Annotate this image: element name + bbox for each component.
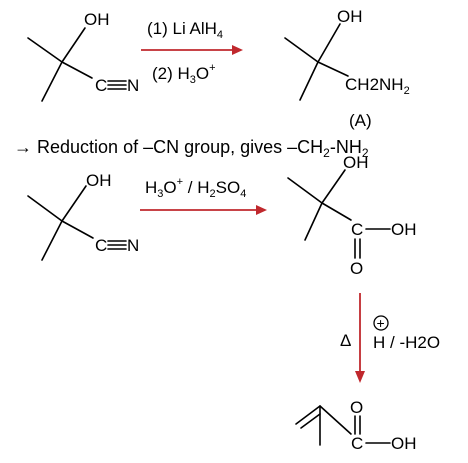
reagent-acid-hydrolysis: H3O+ / H2SO4 <box>145 176 246 200</box>
reaction-arrow-3 <box>355 293 365 383</box>
bond-to-ch2 <box>295 405 321 425</box>
reaction-arrow-2 <box>140 205 267 215</box>
bond-to-cn <box>61 61 93 79</box>
reagent-step1: (1) Li AlH4 <box>147 19 223 41</box>
product-unsaturated-acid: C OH O <box>295 398 417 453</box>
carbonyl-oxygen-label: O <box>350 398 363 417</box>
proton-catalyst: + H / -H2O <box>373 315 440 352</box>
proton-charge-circle <box>373 315 389 331</box>
carboxyl-carbon-label: C <box>351 434 363 453</box>
reduction-note: → Reduction of –CN group, gives –CH2-NH2 <box>14 137 369 160</box>
bond-lower-methyl <box>304 202 323 241</box>
bond-to-oh <box>61 27 86 63</box>
bond-upper-methyl <box>27 195 63 222</box>
oh-label: OH <box>343 153 369 172</box>
double-bond-inner <box>300 413 321 429</box>
carbonyl-oxygen-label: O <box>350 259 363 278</box>
bond-lower-methyl <box>41 220 63 261</box>
bond-to-oh <box>317 23 341 63</box>
dehydration-reagent: H / -H2O <box>373 333 440 352</box>
cn-nitrogen-label: N <box>127 236 139 255</box>
bond-to-ch2nh2 <box>317 61 349 77</box>
bond-to-carbonyl-carbon <box>319 405 352 435</box>
product-hydroxy-acid: OH C OH O <box>287 153 417 278</box>
cn-carbon-label: C <box>95 76 107 95</box>
cn-nitrogen-label: N <box>127 76 139 95</box>
reactant-cyanohydrin-1: OH C N <box>27 10 139 102</box>
product-a-label: (A) <box>349 111 372 130</box>
bond-to-carbonyl-carbon <box>321 202 352 221</box>
bond-upper-methyl <box>284 37 319 63</box>
oh-label: OH <box>84 10 110 29</box>
proton-charge-plus: + <box>377 315 385 331</box>
reactant-cyanohydrin-2: OH C N <box>27 171 139 261</box>
oh-label: OH <box>337 7 363 26</box>
ch2nh2-label: CH2NH2 <box>345 75 410 97</box>
bond-lower-methyl <box>41 61 63 102</box>
bond-lower-methyl <box>299 61 319 101</box>
arrow-3-head <box>355 371 365 383</box>
heat-symbol: Δ <box>340 331 351 350</box>
oh-label: OH <box>86 171 112 190</box>
bond-to-oh <box>321 169 346 204</box>
cn-carbon-label: C <box>95 236 107 255</box>
bond-upper-methyl <box>27 37 63 63</box>
arrow-2-head <box>256 205 267 215</box>
carboxyl-oh-label: OH <box>391 434 417 453</box>
carboxyl-carbon-label: C <box>351 220 363 239</box>
bond-to-oh <box>61 185 87 222</box>
reagent-step2: (2) H3O+ <box>152 62 216 86</box>
bond-upper-methyl <box>287 177 323 204</box>
arrow-1-head <box>232 45 243 55</box>
carboxyl-oh-label: OH <box>391 220 417 239</box>
bond-to-cn <box>61 220 94 239</box>
reaction-arrow-1 <box>141 45 243 55</box>
product-a-amino-alcohol: OH CH2NH2 <box>284 7 410 101</box>
